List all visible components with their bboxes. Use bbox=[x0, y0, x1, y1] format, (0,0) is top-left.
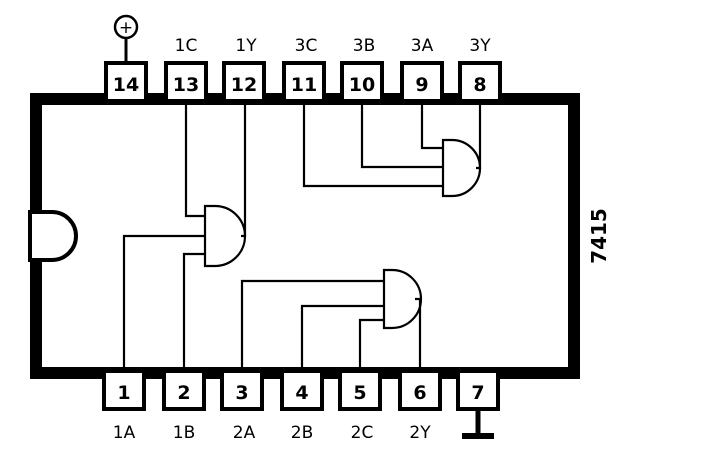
pin-number: 3 bbox=[235, 382, 248, 404]
pin-2: 2 1B bbox=[162, 369, 206, 443]
pin-8: 8 3Y bbox=[458, 36, 502, 103]
wire-3Y bbox=[476, 101, 482, 170]
pin-label: 2Y bbox=[409, 423, 431, 443]
pin-number: 10 bbox=[349, 74, 375, 96]
pin-number: 13 bbox=[173, 74, 199, 96]
wire-2A bbox=[240, 279, 384, 371]
wire-1A bbox=[122, 234, 205, 371]
pin-number: 1 bbox=[117, 382, 130, 404]
wire-3C bbox=[302, 101, 443, 188]
pin-7: 7 bbox=[456, 369, 500, 411]
pin-11: 11 3C bbox=[282, 36, 326, 103]
orientation-notch bbox=[28, 210, 78, 262]
pin-label: 2B bbox=[291, 423, 313, 443]
wire-2Y bbox=[415, 297, 422, 371]
ground-icon bbox=[462, 409, 494, 439]
pin-14: 14 bbox=[104, 61, 148, 103]
pin-number: 8 bbox=[473, 74, 486, 96]
pin-number: 4 bbox=[295, 382, 308, 404]
pin-12: 12 1Y bbox=[222, 36, 266, 103]
and-gate-1 bbox=[122, 101, 247, 371]
wire-3A bbox=[420, 101, 443, 150]
pin-number: 7 bbox=[471, 382, 484, 404]
pin-number: 11 bbox=[291, 74, 317, 96]
vcc-symbol: + bbox=[119, 18, 133, 38]
pin-number: 5 bbox=[353, 382, 366, 404]
bottom-pin-row: 1 1A 2 1B 3 2A 4 2B 5 2C 6 2Y bbox=[102, 369, 500, 443]
pin-number: 6 bbox=[413, 382, 426, 404]
and-gate-2 bbox=[240, 268, 423, 371]
pin-13: 13 1C bbox=[164, 36, 208, 103]
and-gate-3 bbox=[302, 101, 482, 198]
wire-1C bbox=[184, 101, 205, 218]
pin-1: 1 1A bbox=[102, 369, 146, 443]
gate-1-body bbox=[203, 204, 247, 268]
pin-number: 9 bbox=[415, 74, 428, 96]
pin-label: 1B bbox=[173, 423, 195, 443]
pin-10: 10 3B bbox=[340, 36, 384, 103]
pin-label: 1C bbox=[175, 36, 198, 56]
wire-1B bbox=[182, 252, 205, 371]
top-pin-row: 14 13 1C 12 1Y 11 3C 10 3B 9 3A bbox=[104, 36, 502, 103]
pin-5: 5 2C bbox=[338, 369, 382, 443]
pin-number: 14 bbox=[113, 74, 139, 96]
wire-1Y bbox=[241, 101, 247, 238]
gate-3-body bbox=[441, 138, 482, 198]
wire-2C bbox=[358, 318, 384, 371]
pin-3: 3 2A bbox=[220, 369, 264, 443]
pin-number: 12 bbox=[231, 74, 257, 96]
pin-number: 2 bbox=[177, 382, 190, 404]
pin-6: 6 2Y bbox=[398, 369, 442, 443]
pin-label: 3A bbox=[411, 36, 434, 56]
wire-2B bbox=[300, 304, 384, 371]
wire-3B bbox=[360, 101, 443, 169]
pin-label: 2A bbox=[233, 423, 256, 443]
pin-4: 4 2B bbox=[280, 369, 324, 443]
pin-label: 1Y bbox=[235, 36, 257, 56]
pin-label: 2C bbox=[351, 423, 374, 443]
pin-9: 9 3A bbox=[400, 36, 444, 103]
pin-label: 3B bbox=[353, 36, 375, 56]
chip-part-number: 7415 bbox=[587, 208, 611, 264]
pin-label: 3Y bbox=[469, 36, 491, 56]
pin-label: 3C bbox=[295, 36, 318, 56]
vcc-circle-plus-icon: + bbox=[113, 14, 139, 63]
pin-label: 1A bbox=[113, 423, 136, 443]
